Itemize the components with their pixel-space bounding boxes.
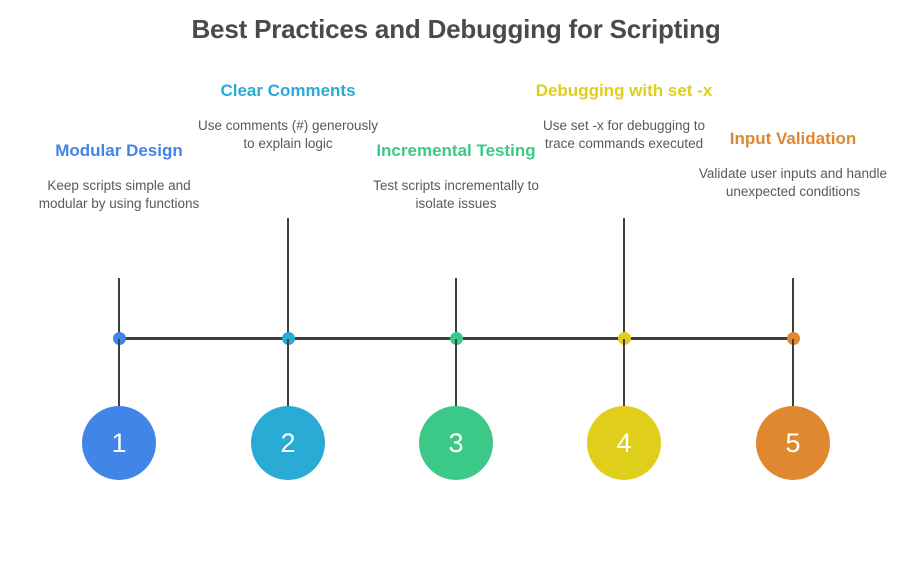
timeline-step-2: Clear Comments Use comments (#) generous… bbox=[193, 80, 383, 154]
step-4-circle-connector bbox=[622, 339, 626, 407]
step-2-axis-dot bbox=[281, 332, 295, 345]
step-5-axis-dot bbox=[786, 332, 800, 345]
step-1-number: 1 bbox=[111, 427, 127, 458]
step-2-connector-line bbox=[286, 218, 290, 338]
timeline-step-1: Modular Design Keep scripts simple and m… bbox=[24, 140, 214, 214]
step-4-heading: Debugging with set -x bbox=[535, 81, 713, 100]
step-2-body: Use comments (#) generously to explain l… bbox=[197, 117, 379, 152]
step-3-number-circle: 3 bbox=[419, 406, 493, 480]
step-2-number: 2 bbox=[280, 427, 296, 458]
step-1-axis-dot bbox=[112, 332, 126, 345]
step-5-connector-line bbox=[791, 278, 795, 338]
step-5-body: Validate user inputs and handle unexpect… bbox=[698, 165, 888, 200]
step-5-circle-connector bbox=[791, 339, 795, 407]
step-3-connector-line bbox=[454, 278, 458, 338]
step-1-heading: Modular Design bbox=[55, 141, 183, 160]
timeline-step-4: Debugging with set -x Use set -x for deb… bbox=[529, 80, 719, 154]
step-3-axis-dot bbox=[449, 332, 463, 345]
step-2-heading: Clear Comments bbox=[220, 81, 356, 100]
step-5-number: 5 bbox=[785, 427, 801, 458]
step-4-number: 4 bbox=[616, 427, 632, 458]
step-2-circle-connector bbox=[286, 339, 290, 407]
step-4-number-circle: 4 bbox=[587, 406, 661, 480]
step-5-number-circle: 5 bbox=[756, 406, 830, 480]
step-1-circle-connector bbox=[117, 339, 121, 407]
step-4-axis-dot bbox=[617, 332, 631, 345]
step-4-connector-line bbox=[622, 218, 626, 338]
step-1-number-circle: 1 bbox=[82, 406, 156, 480]
step-1-body: Keep scripts simple and modular by using… bbox=[38, 177, 200, 212]
step-3-circle-connector bbox=[454, 339, 458, 407]
step-3-body: Test scripts incrementally to isolate is… bbox=[373, 177, 539, 212]
step-3-heading: Incremental Testing bbox=[376, 141, 536, 160]
timeline-step-3: Incremental Testing Test scripts increme… bbox=[361, 140, 551, 214]
page-title: Best Practices and Debugging for Scripti… bbox=[191, 14, 721, 44]
step-2-number-circle: 2 bbox=[251, 406, 325, 480]
step-1-connector-line bbox=[117, 278, 121, 338]
step-4-body: Use set -x for debugging to trace comman… bbox=[542, 117, 706, 152]
timeline-step-5: Input Validation Validate user inputs an… bbox=[698, 128, 888, 202]
step-3-number: 3 bbox=[448, 427, 464, 458]
step-5-heading: Input Validation bbox=[729, 129, 857, 148]
